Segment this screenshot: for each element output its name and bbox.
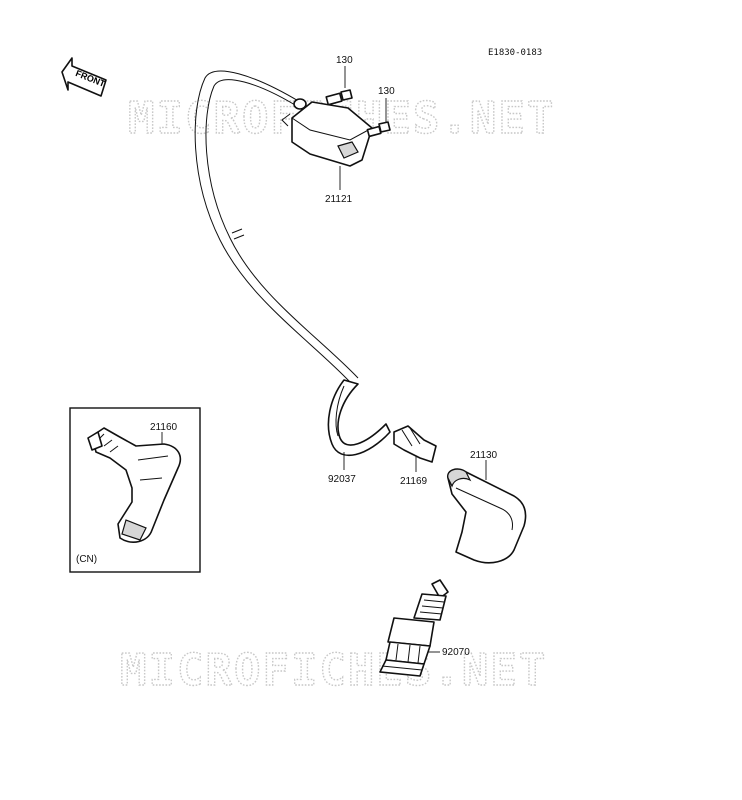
inset-region-label: (CN) [76, 554, 97, 565]
label-bolt-right: 130 [378, 86, 395, 97]
watermark-bottom: MICROFICHES.NET [120, 645, 547, 696]
lead-clamp [327, 379, 391, 457]
label-plug-cap: 21130 [470, 450, 498, 461]
spark-plug-cap-cn [87, 427, 182, 543]
inset-cn-box: (CN) 21160 [69, 407, 201, 573]
label-ignition-coil: 21121 [325, 194, 353, 205]
bolt-left [325, 89, 353, 106]
label-bolt-left: 130 [336, 55, 353, 66]
bolt-right [366, 121, 391, 138]
ignition-coil [281, 98, 373, 167]
spark-plug-cap [447, 468, 527, 564]
lead-connector [393, 425, 437, 463]
spark-plug [379, 579, 449, 677]
ignition-lead [194, 70, 359, 383]
label-connector: 21169 [400, 476, 428, 487]
label-clamp: 92037 [328, 474, 356, 485]
diagram-code: E1830-0183 [488, 48, 542, 58]
label-plug-cap-cn: 21160 [150, 422, 178, 433]
label-spark-plug: 92070 [442, 647, 470, 658]
front-arrow-icon: FRONT [61, 57, 107, 97]
